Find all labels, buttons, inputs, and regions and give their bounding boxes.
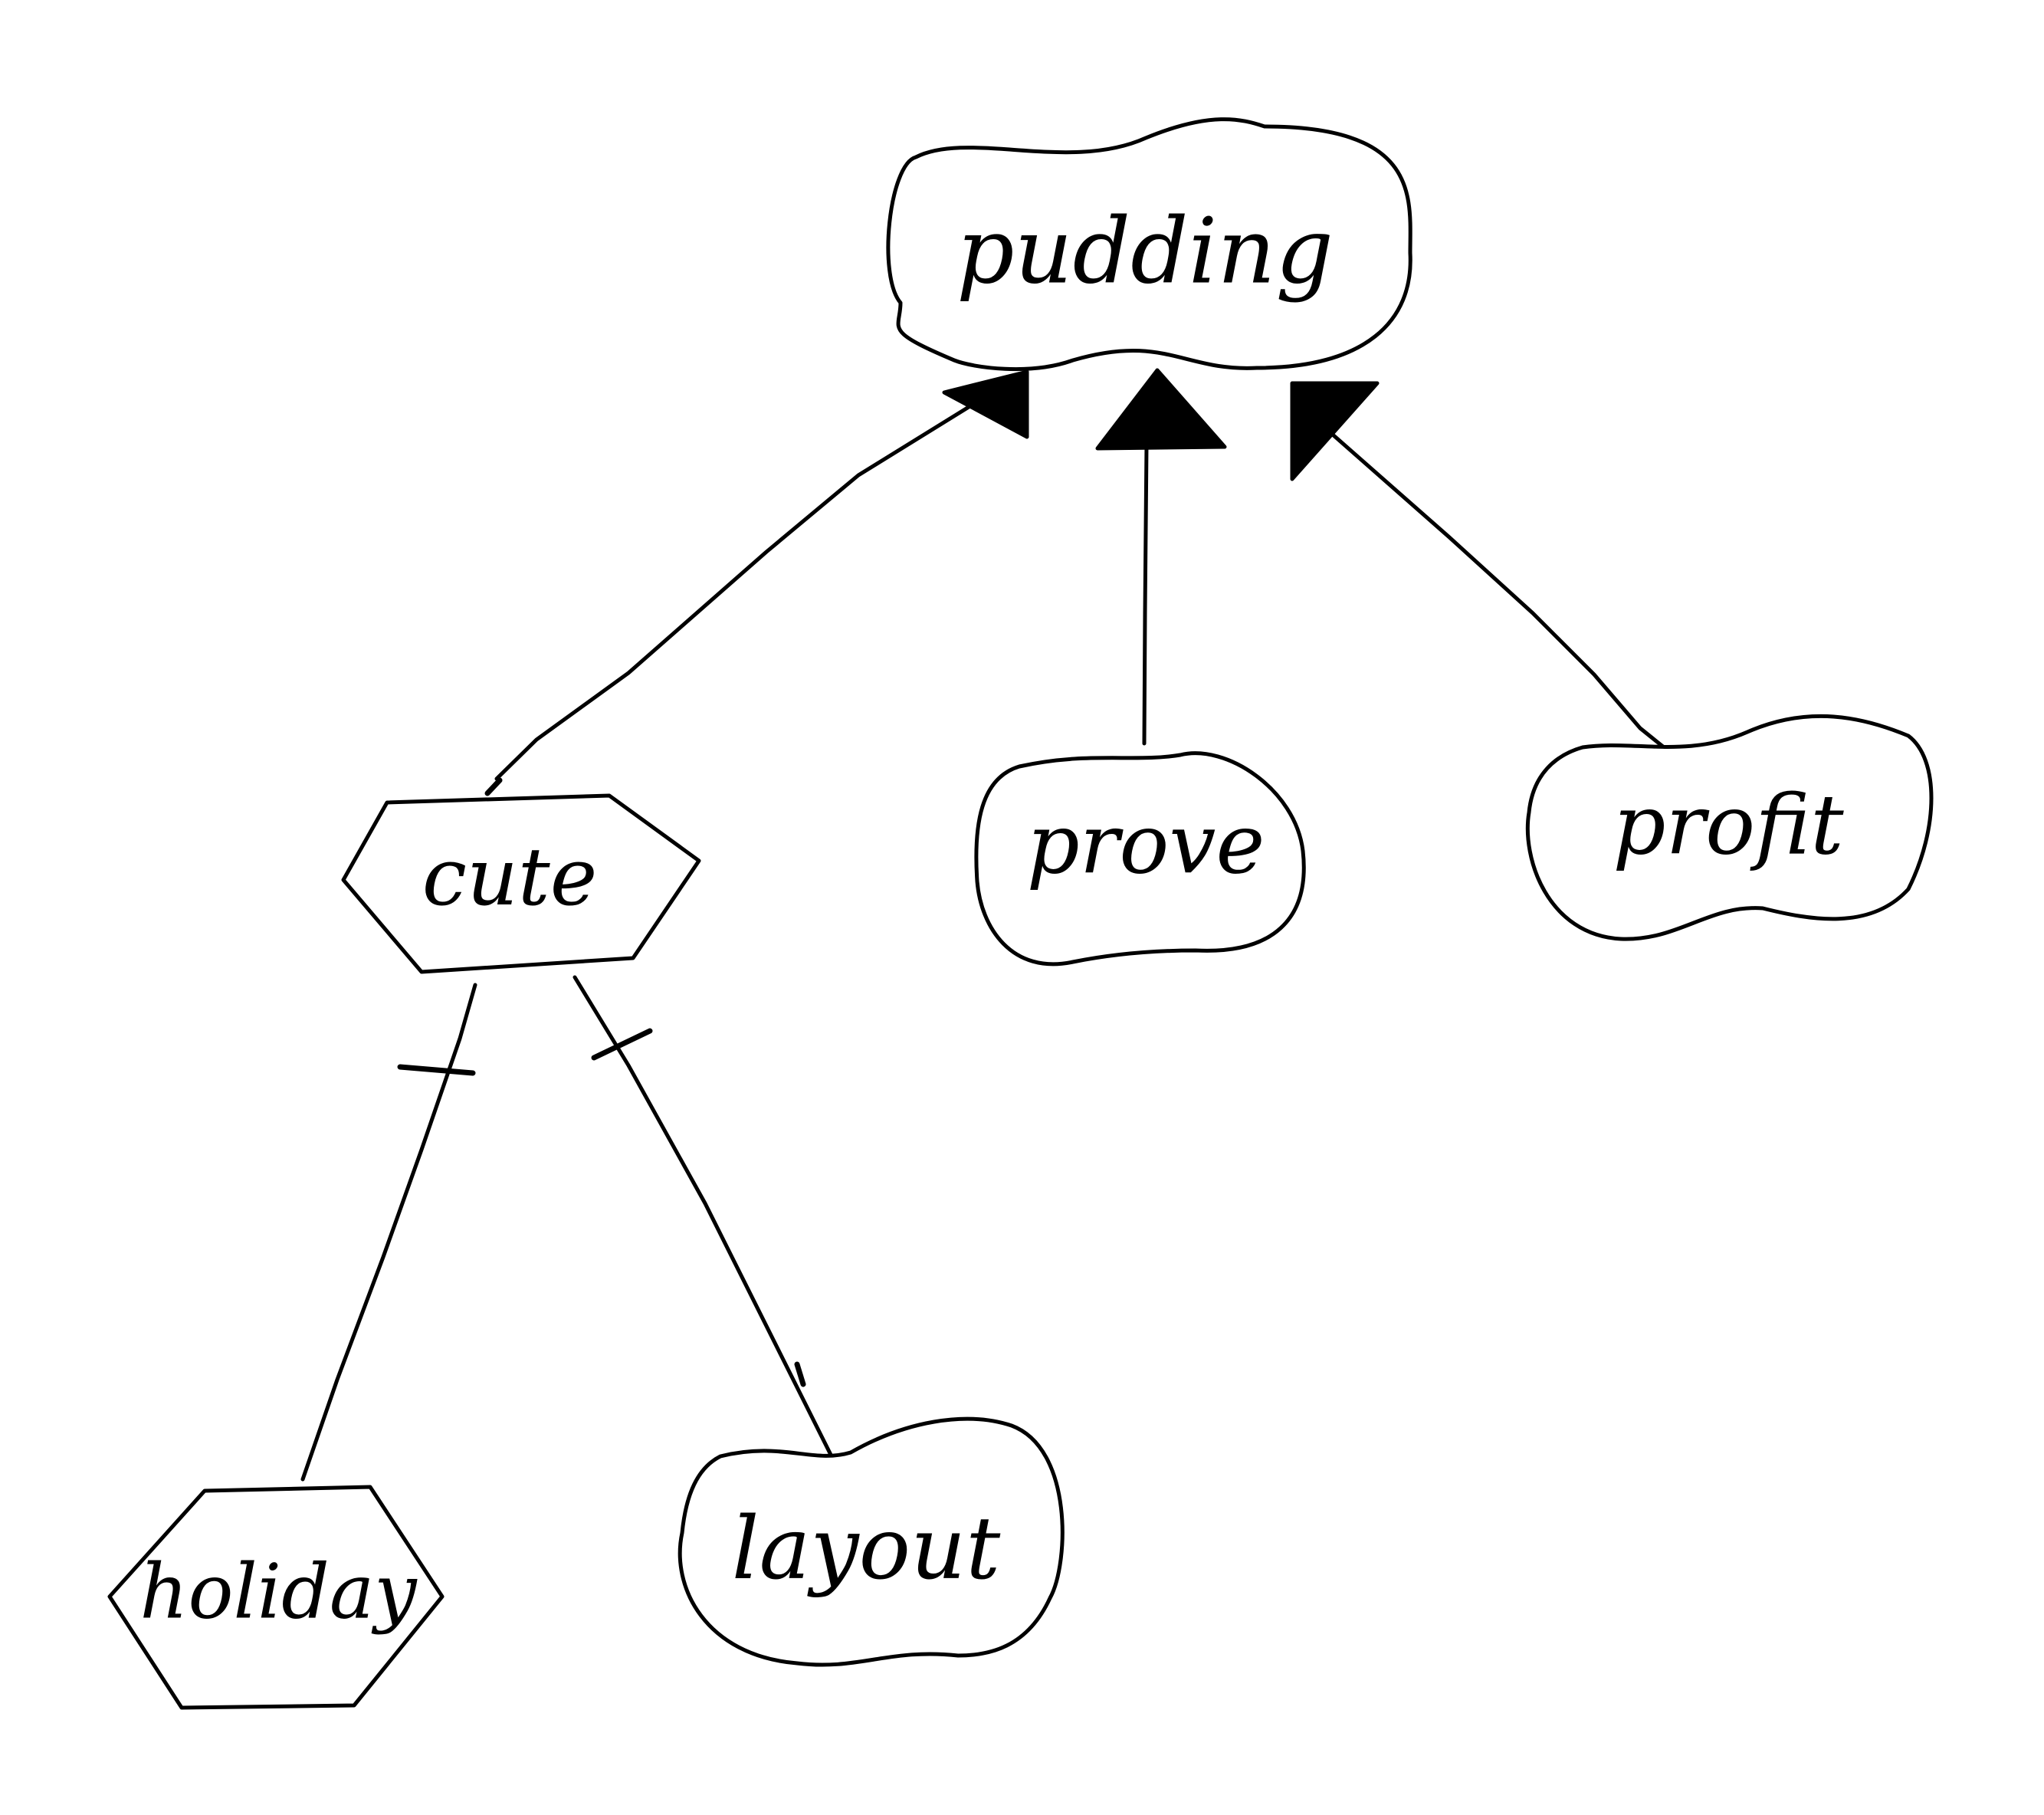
cloud-shape-prove — [974, 751, 1306, 967]
label-cute: cute — [422, 830, 598, 924]
edge-prove-to-pudding — [1142, 442, 1149, 746]
arrowhead-prove-pudding — [1095, 368, 1227, 451]
node-holiday: holiday — [107, 1485, 445, 1710]
edge-holiday-to-cute — [300, 983, 477, 1482]
edge-profit-to-pudding — [1331, 433, 1666, 750]
cloud-shape-profit — [1525, 714, 1934, 941]
label-pudding: pudding — [956, 199, 1334, 304]
tick-cute-end — [484, 777, 503, 796]
tick-layout-lower — [794, 1361, 806, 1387]
node-prove: prove — [974, 751, 1306, 967]
hexagon-shape-holiday — [107, 1485, 445, 1710]
cloud-shape-pudding — [886, 117, 1412, 371]
label-prove: prove — [1027, 796, 1265, 892]
label-profit: profit — [1613, 777, 1844, 873]
cloud-shape-layout — [678, 1416, 1065, 1667]
node-profit: profit — [1525, 714, 1934, 941]
arrowhead-profit-pudding — [1290, 381, 1380, 481]
edge-layout-to-cute — [573, 975, 845, 1482]
tick-holiday-cute — [397, 1064, 476, 1076]
hexagon-shape-cute — [341, 793, 701, 974]
node-layout: layout — [678, 1416, 1065, 1667]
edge-cute-to-pudding — [494, 389, 997, 781]
label-holiday: holiday — [139, 1549, 418, 1636]
tick-layout-cute — [591, 1028, 653, 1061]
arrowhead-cute-pudding — [942, 369, 1029, 439]
node-cute: cute — [341, 793, 701, 974]
label-layout: layout — [732, 1499, 1001, 1599]
node-pudding: pudding — [886, 117, 1412, 371]
